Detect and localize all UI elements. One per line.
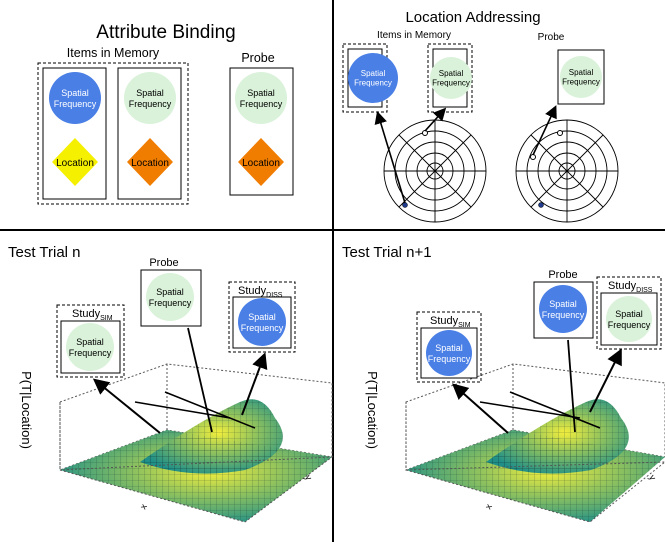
- probe-label: Probe: [538, 32, 565, 43]
- probe-line: [164, 391, 256, 429]
- quadrant-title: Location Addressing: [405, 9, 540, 26]
- spatial-frequency-circle: [539, 285, 587, 333]
- spatial-frequency-circle: [348, 53, 398, 103]
- spatial-frequency-circle: [606, 296, 652, 342]
- y-axis-label: y: [647, 473, 658, 482]
- surface-plot: [59, 363, 334, 523]
- spatial-frequency-circle: [124, 72, 176, 124]
- location-diamond: [52, 138, 98, 186]
- y-axis-label: y: [303, 473, 314, 482]
- spatial-frequency-circle: [560, 56, 602, 98]
- probe-label: Probe: [241, 51, 274, 65]
- study-label: Study: [238, 285, 267, 297]
- location-dot: [402, 202, 408, 208]
- location-diamond: [127, 138, 173, 186]
- study-diss-label: StudyDISS: [238, 285, 283, 299]
- spatial-frequency-circle: [66, 323, 114, 371]
- polar-location-grid-probe: [515, 119, 619, 223]
- probe-line: [134, 401, 231, 419]
- study-sim-label: StudySIM: [72, 308, 113, 322]
- study-sim-dashed-box: [56, 304, 125, 378]
- study-subscript: SIM: [458, 322, 471, 329]
- surface-mesh-peak: [140, 399, 283, 474]
- quadrant-location-addressing: Location Addressing Items in Memory Prob…: [342, 9, 619, 223]
- z-axis-label: P(T|Location): [19, 371, 34, 449]
- pointer-arrow: [452, 383, 509, 434]
- study-label: Study: [430, 315, 459, 327]
- spatial-frequency-circle: [430, 57, 472, 99]
- quadrant-test-trial-n-plus-1: Test Trial n+1 P(T|Location) x y StudySI…: [342, 244, 665, 523]
- spatial-frequency-circle: [49, 72, 101, 124]
- probe-line: [509, 391, 601, 429]
- polar-location-grid-memory: [383, 119, 487, 223]
- location-dot: [557, 130, 563, 136]
- quadrant-test-trial-n: Test Trial n P(T|Location) x y StudySIM …: [8, 244, 334, 523]
- x-axis-label: x: [483, 502, 494, 511]
- probe-line: [479, 401, 581, 419]
- study-sim-dashed-box: [416, 311, 482, 383]
- study-subscript: SIM: [100, 315, 113, 322]
- pointer-arrow: [241, 352, 268, 416]
- items-in-memory-label: Items in Memory: [377, 30, 451, 41]
- pointer-arrow: [424, 107, 447, 132]
- memory-dashed-box: [37, 62, 189, 205]
- study-subscript: DISS: [266, 292, 283, 299]
- items-in-memory-label: Items in Memory: [67, 46, 160, 60]
- location-dot: [422, 130, 428, 136]
- pointer-arrow: [374, 110, 406, 204]
- location-dot: [538, 202, 544, 208]
- quadrant-title: Test Trial n+1: [342, 244, 432, 261]
- probe-label: Probe: [149, 257, 178, 269]
- z-axis-label: P(T|Location): [365, 371, 380, 449]
- x-axis-label: x: [138, 502, 149, 511]
- spatial-frequency-circle: [235, 72, 287, 124]
- quadrant-attribute-binding: Attribute Binding Items in Memory Probe …: [37, 22, 294, 205]
- quadrant-title: Test Trial n: [8, 244, 81, 261]
- probe-line: [187, 327, 213, 433]
- surface-plot: [405, 363, 665, 523]
- probe-label: Probe: [548, 269, 577, 281]
- location-label: Location: [242, 158, 280, 169]
- pointer-arrow: [92, 378, 161, 434]
- spatial-frequency-circle: [426, 330, 472, 376]
- plot-box-front: [59, 456, 334, 523]
- quadrant-title: Attribute Binding: [96, 22, 235, 43]
- pointer-arrow: [589, 348, 622, 413]
- location-label: Location: [56, 158, 94, 169]
- surface-mesh-peak: [486, 399, 629, 474]
- study-diss-dashed-box: [596, 276, 662, 350]
- study-label: Study: [72, 308, 101, 320]
- study-diss-dashed-box: [228, 281, 296, 353]
- spatial-frequency-circle: [146, 273, 194, 321]
- location-diamond: [238, 138, 284, 186]
- location-label: Location: [131, 158, 169, 169]
- study-sim-label: StudySIM: [430, 315, 471, 329]
- study-diss-label: StudyDISS: [608, 280, 653, 294]
- pointer-arrow: [532, 105, 557, 156]
- location-dot: [530, 154, 536, 160]
- spatial-frequency-circle: [238, 298, 286, 346]
- study-label: Study: [608, 280, 637, 292]
- plot-box-front: [405, 461, 665, 523]
- study-subscript: DISS: [636, 287, 653, 294]
